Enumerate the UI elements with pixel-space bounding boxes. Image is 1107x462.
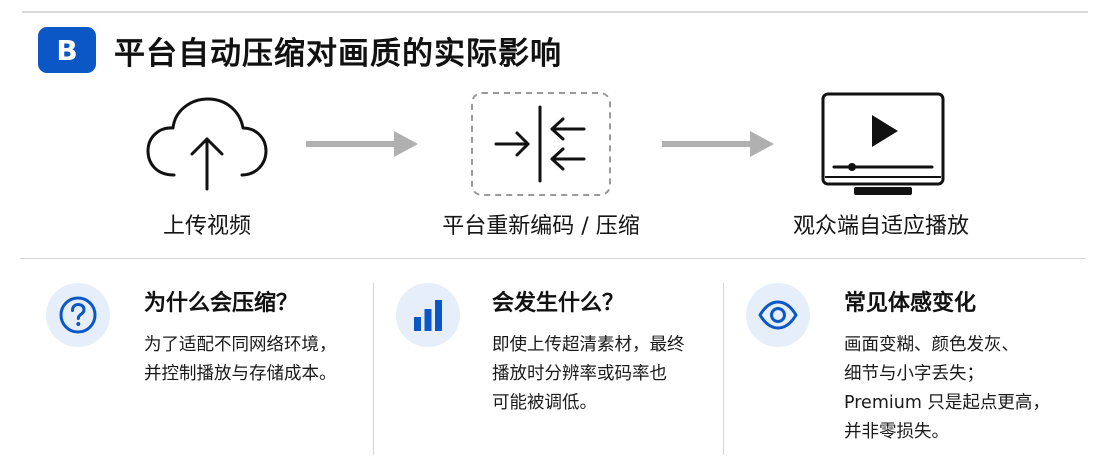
- column-title: 常见体感变化: [844, 291, 977, 316]
- body-line: 画面变糊、颜色发灰、: [844, 335, 1019, 355]
- column-divider: [373, 283, 374, 455]
- info-column-what: 会发生什么？ 即使上传超清素材，最终 播放时分辨率或码率也 可能被调低。: [396, 275, 716, 455]
- step-label-upload: 上传视频: [162, 214, 252, 239]
- body-line: 即使上传超清素材，最终: [492, 335, 685, 355]
- bar-chart-icon: [396, 283, 460, 347]
- column-divider: [723, 283, 724, 455]
- body-line: 并控制播放与存储成本。: [144, 364, 337, 384]
- section-title: 平台自动压缩对画质的实际影响: [114, 35, 562, 72]
- column-body: 画面变糊、颜色发灰、 细节与小字丢失； Premium 只是起点更高， 并非零损…: [844, 331, 1050, 447]
- body-line: 并非零损失。: [844, 422, 949, 442]
- middle-divider: [20, 258, 1086, 259]
- info-column-effects: 常见体感变化 画面变糊、颜色发灰、 细节与小字丢失； Premium 只是起点更…: [746, 275, 1086, 455]
- body-line: 播放时分辨率或码率也: [492, 364, 667, 384]
- top-divider: [22, 11, 1088, 13]
- body-line: Premium 只是起点更高，: [844, 393, 1050, 413]
- section-header: B 平台自动压缩对画质的实际影响: [38, 27, 562, 73]
- column-title: 会发生什么？: [492, 291, 625, 316]
- question-icon: [46, 283, 110, 347]
- info-column-why: 为什么会压缩？ 为了适配不同网络环境， 并控制播放与存储成本。: [46, 275, 366, 455]
- body-line: 可能被调低。: [492, 393, 597, 413]
- right-arrow-icon: [303, 129, 420, 163]
- compress-arrows-icon: [470, 91, 612, 201]
- cloud-upload-icon: [144, 93, 270, 197]
- eye-icon: [746, 283, 810, 347]
- process-flow: 上传视频 平台重新编码 / 压缩: [0, 85, 1107, 245]
- right-arrow-icon: [659, 129, 776, 163]
- body-line: 为了适配不同网络环境，: [144, 335, 337, 355]
- step-label-playback: 观众端自适应播放: [792, 214, 970, 239]
- column-body: 为了适配不同网络环境， 并控制播放与存储成本。: [144, 331, 337, 389]
- body-line: 细节与小字丢失；: [844, 364, 984, 384]
- column-body: 即使上传超清素材，最终 播放时分辨率或码率也 可能被调低。: [492, 331, 685, 418]
- column-title: 为什么会压缩？: [144, 291, 299, 316]
- step-label-compress: 平台重新编码 / 压缩: [442, 214, 640, 239]
- section-badge: B: [38, 27, 96, 73]
- video-player-icon: [820, 91, 946, 205]
